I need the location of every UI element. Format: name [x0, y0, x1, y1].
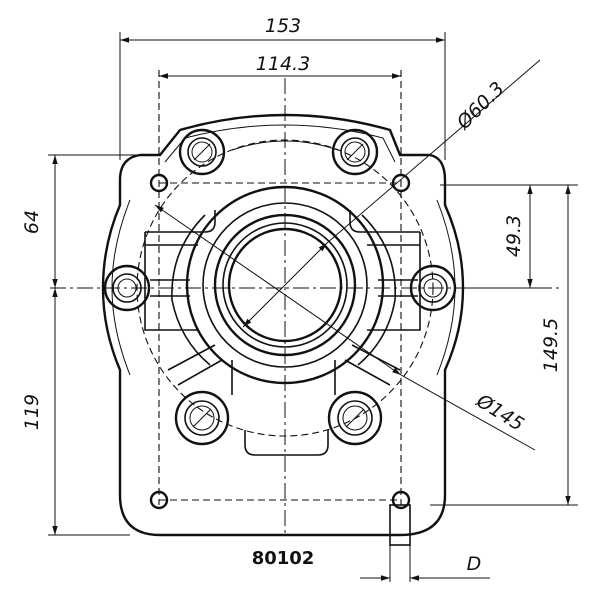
hidden-lines	[136, 70, 434, 505]
bolt-hole-left	[103, 264, 151, 312]
dimension-lines	[52, 37, 571, 581]
bolt-hole-top-right	[331, 128, 379, 176]
bolt-hole-top-left	[178, 128, 226, 176]
extension-lines	[48, 32, 578, 582]
dim-pcd: Ø145	[472, 389, 528, 435]
flange-outline	[101, 113, 465, 537]
bolt-hole-bottom-left	[174, 390, 230, 446]
dim-bore-diameter: Ø60.3	[452, 78, 509, 135]
dim-overall-width: 153	[265, 15, 301, 37]
dim-overall-height: 149.5	[540, 318, 562, 372]
dim-height-bottom: 119	[21, 394, 43, 430]
dim-side-offset: 49.3	[503, 215, 525, 257]
center-lines	[50, 78, 560, 535]
dim-height-top: 64	[21, 210, 43, 234]
part-number: 80102	[252, 548, 315, 569]
dim-detail-d: D	[467, 553, 482, 575]
dim-bolt-spacing: 114.3	[256, 53, 310, 75]
bolt-hole-right	[409, 264, 457, 312]
